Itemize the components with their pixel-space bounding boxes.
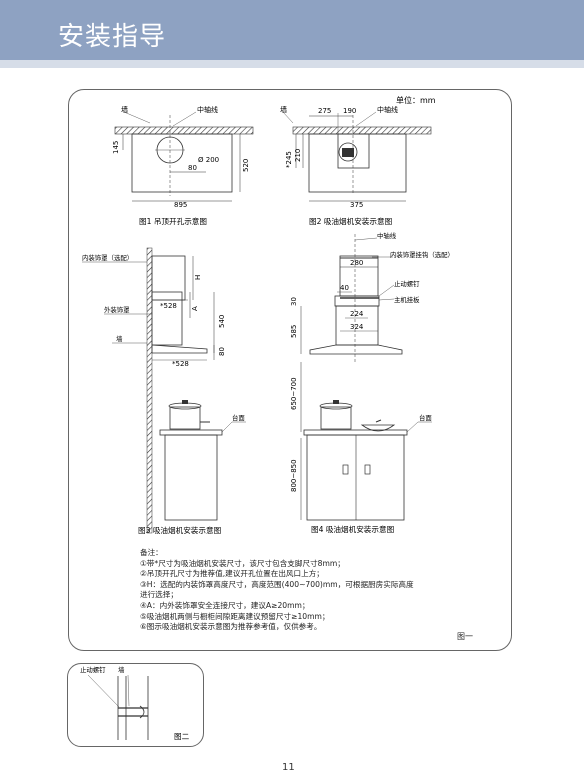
fig2: 墙 中轴线 275 190 *245 210 375 图2 吸油烟机安装示意图 — [280, 105, 432, 226]
fig2-axis-label: 中轴线 — [377, 105, 398, 114]
fig-two-stop-screw-label: 止动螺钉 — [80, 665, 106, 674]
fig-one-label: 图一 — [457, 632, 473, 641]
fig1-dim-520: 520 — [242, 159, 250, 172]
fig2-dim-190: 190 — [343, 107, 356, 115]
page-title: 安装指导 — [58, 22, 167, 52]
fig4-axis-label: 中轴线 — [377, 231, 397, 240]
fig4-stop-screw-label: 止动螺钉 — [394, 279, 420, 288]
notes-block: 备注： ①带*尺寸为吸油烟机安装尺寸，该尺寸包含支脚尺寸8mm； ②吊顶开孔尺寸… — [140, 548, 500, 633]
fig3-dim-540: 540 — [218, 315, 226, 328]
fig3-h-label: H — [194, 275, 202, 280]
fig4-dim-324: 324 — [350, 323, 364, 331]
fig3-wall-label: 墙 — [116, 334, 123, 343]
fig1-dim-80: 80 — [188, 164, 197, 172]
fig4-counter-label: 台面 — [419, 413, 432, 422]
fig4-dim-280: 280 — [350, 259, 363, 267]
header-strip — [0, 60, 584, 68]
fig4-dim-30: 30 — [290, 297, 298, 306]
fig2-dim-245: *245 — [285, 151, 293, 168]
inset-panel — [67, 663, 204, 747]
fig1-caption: 图1 吊顶开孔示意图 — [139, 216, 207, 226]
fig4-dim-40: 40 — [340, 284, 349, 292]
fig2-dim-210: 210 — [294, 149, 302, 162]
notes-title: 备注： — [140, 548, 163, 557]
fig3-dim-528-bottom: *528 — [172, 360, 189, 368]
fig3-a-label: A — [191, 306, 199, 311]
fig3-dim-528-top: *528 — [160, 302, 177, 310]
fig2-dim-275: 275 — [318, 107, 331, 115]
fig4: 中轴线 内装饰罩挂钩（选配） 280 止动螺钉 主机挂板 40 30 224 3… — [290, 231, 454, 534]
fig-two: 止动螺钉 墙 图二 — [80, 665, 190, 741]
fig2-wall-label: 墙 — [280, 105, 287, 114]
fig3-inner-cover-label: 内装饰罩（选配） — [82, 253, 133, 262]
note-line-6: ⑤吸油烟机两侧与橱柜间隙距离建议预留尺寸≥10mm； — [140, 611, 330, 621]
fig1-dim-145: 145 — [112, 141, 120, 154]
page-number: 11 — [282, 762, 295, 773]
fig3: 内装饰罩（选配） 外装饰罩 墙 H A *528 540 80 *528 台面 … — [82, 247, 246, 535]
fig4-dim-585: 585 — [290, 325, 298, 338]
fig1: 墙 中轴线 145 Ø 200 80 520 895 图1 吊顶开孔示意图 — [112, 105, 254, 226]
header-bar — [0, 0, 584, 60]
fig3-dim-80: 80 — [218, 347, 226, 356]
fig3-caption: 图3 吸油烟机安装示意图 — [138, 525, 221, 535]
fig-two-caption: 图二 — [174, 732, 190, 741]
fig2-dim-375: 375 — [350, 201, 363, 209]
note-line-4: 进行选择； — [140, 590, 178, 600]
fig4-dim-650: 650~700 — [290, 377, 298, 410]
fig-two-wall-label: 墙 — [118, 665, 125, 674]
unit-label: 单位：mm — [396, 95, 436, 105]
note-line-2: ②吊顶开孔尺寸为推荐值,建议开孔位置在出风口上方； — [140, 569, 324, 579]
fig1-wall-label: 墙 — [121, 105, 128, 114]
fig4-dim-224: 224 — [350, 310, 364, 318]
fig4-dim-800: 800~850 — [290, 459, 298, 492]
fig1-dim-895: 895 — [174, 201, 187, 209]
fig3-counter-label: 台面 — [232, 413, 245, 422]
fig4-mount-plate-label: 主机挂板 — [394, 295, 420, 304]
fig2-caption: 图2 吸油烟机安装示意图 — [309, 216, 392, 226]
note-line-5: ④A：内外装饰罩安全连接尺寸，建议A≥20mm； — [140, 600, 310, 610]
fig4-caption: 图4 吸油烟机安装示意图 — [311, 524, 394, 534]
note-line-3: ③H：选配的内装饰罩高度尺寸，高度范围(400~700)mm，可根据厨房实际高度 — [140, 579, 414, 589]
fig3-outer-cover-label: 外装饰罩 — [104, 305, 130, 314]
note-line-1: ①带*尺寸为吸油烟机安装尺寸，该尺寸包含支脚尺寸8mm； — [140, 558, 345, 568]
fig1-dim-200: Ø 200 — [198, 156, 219, 164]
fig4-hook-label: 内装饰罩挂钩（选配） — [390, 250, 454, 259]
note-line-7: ⑥图示吸油烟机安装示意图为推荐参考值，仅供参考。 — [140, 622, 322, 632]
diagram-panel — [68, 89, 512, 651]
fig1-axis-label: 中轴线 — [197, 105, 218, 114]
